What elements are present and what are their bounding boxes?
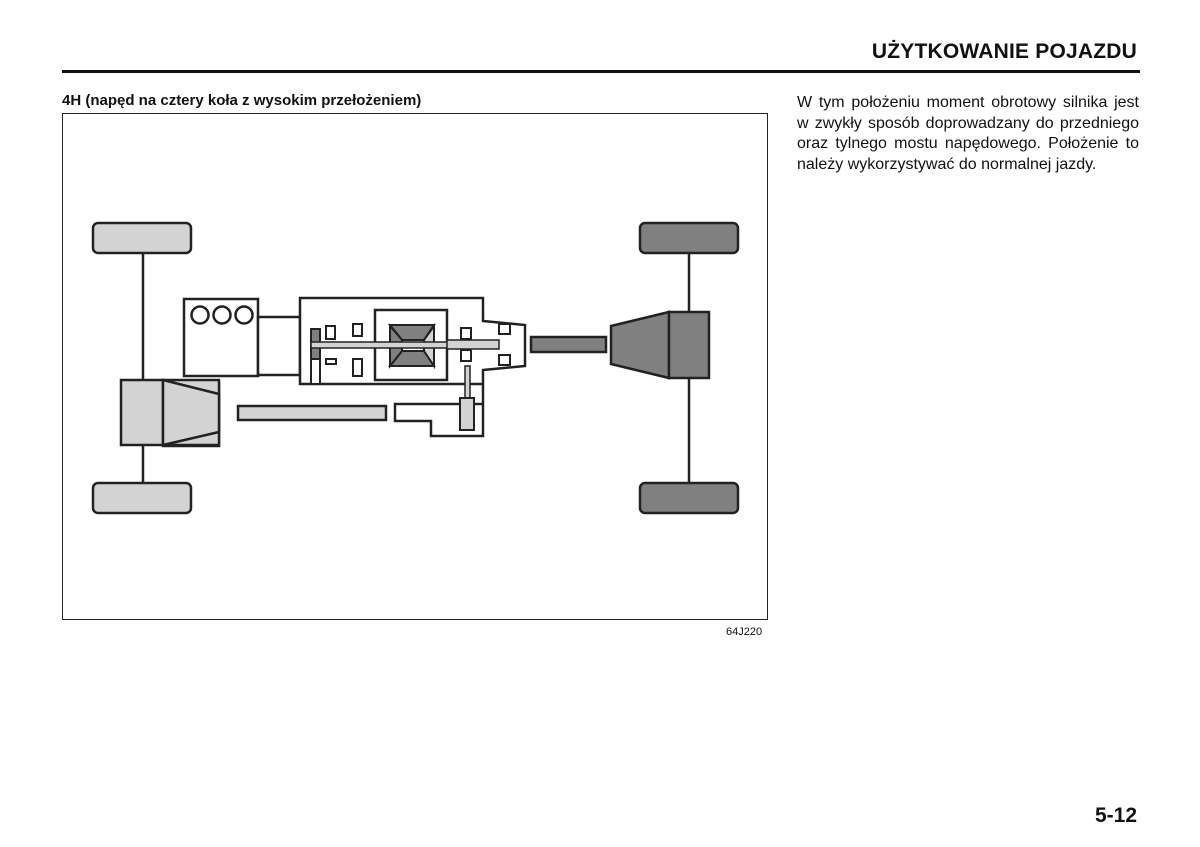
rear-sync-top: [460, 327, 472, 340]
engine-cylinder-2: [212, 305, 232, 325]
gear-small-3: [325, 358, 337, 365]
front-output-gear: [459, 397, 475, 431]
rear-output-shaft-inner: [446, 339, 500, 350]
clutch-housing: [256, 315, 302, 377]
figure-code: 64J220: [726, 626, 763, 638]
header-rule: [62, 70, 1140, 73]
rear-right-wheel: [638, 481, 740, 515]
gear-small-1: [325, 325, 336, 340]
rear-bearing-top: [498, 323, 511, 335]
main-shaft: [310, 341, 450, 349]
front-differential-cone: [161, 378, 221, 447]
front-left-wheel: [91, 221, 193, 255]
page-number: 5-12: [1094, 804, 1137, 827]
rear-differential-cone: [609, 310, 671, 380]
section-heading: 4H (napęd na cztery koła z wysokim przeł…: [62, 92, 422, 109]
drivetrain-svg: [91, 221, 740, 515]
front-drive-chain: [464, 365, 471, 399]
front-differential-body: [119, 378, 165, 447]
rear-differential: [667, 310, 711, 380]
gear-small-2: [352, 323, 363, 337]
chapter-title: UŻYTKOWANIE POJAZDU: [871, 40, 1137, 63]
rear-propeller-shaft: [529, 335, 608, 354]
countershaft-gear: [310, 358, 321, 385]
front-propeller-shaft: [236, 404, 388, 422]
body-paragraph: W tym położeniu moment obrotowy silnika …: [797, 94, 1139, 173]
rear-bearing-bottom: [498, 354, 511, 366]
drivetrain-diagram: [62, 113, 768, 620]
rear-sync-bottom: [460, 349, 472, 362]
rear-left-wheel: [638, 221, 740, 255]
engine-cylinder-1: [190, 305, 210, 325]
front-right-wheel: [91, 481, 193, 515]
gear-small-4: [352, 358, 363, 377]
engine-cylinder-3: [234, 305, 254, 325]
